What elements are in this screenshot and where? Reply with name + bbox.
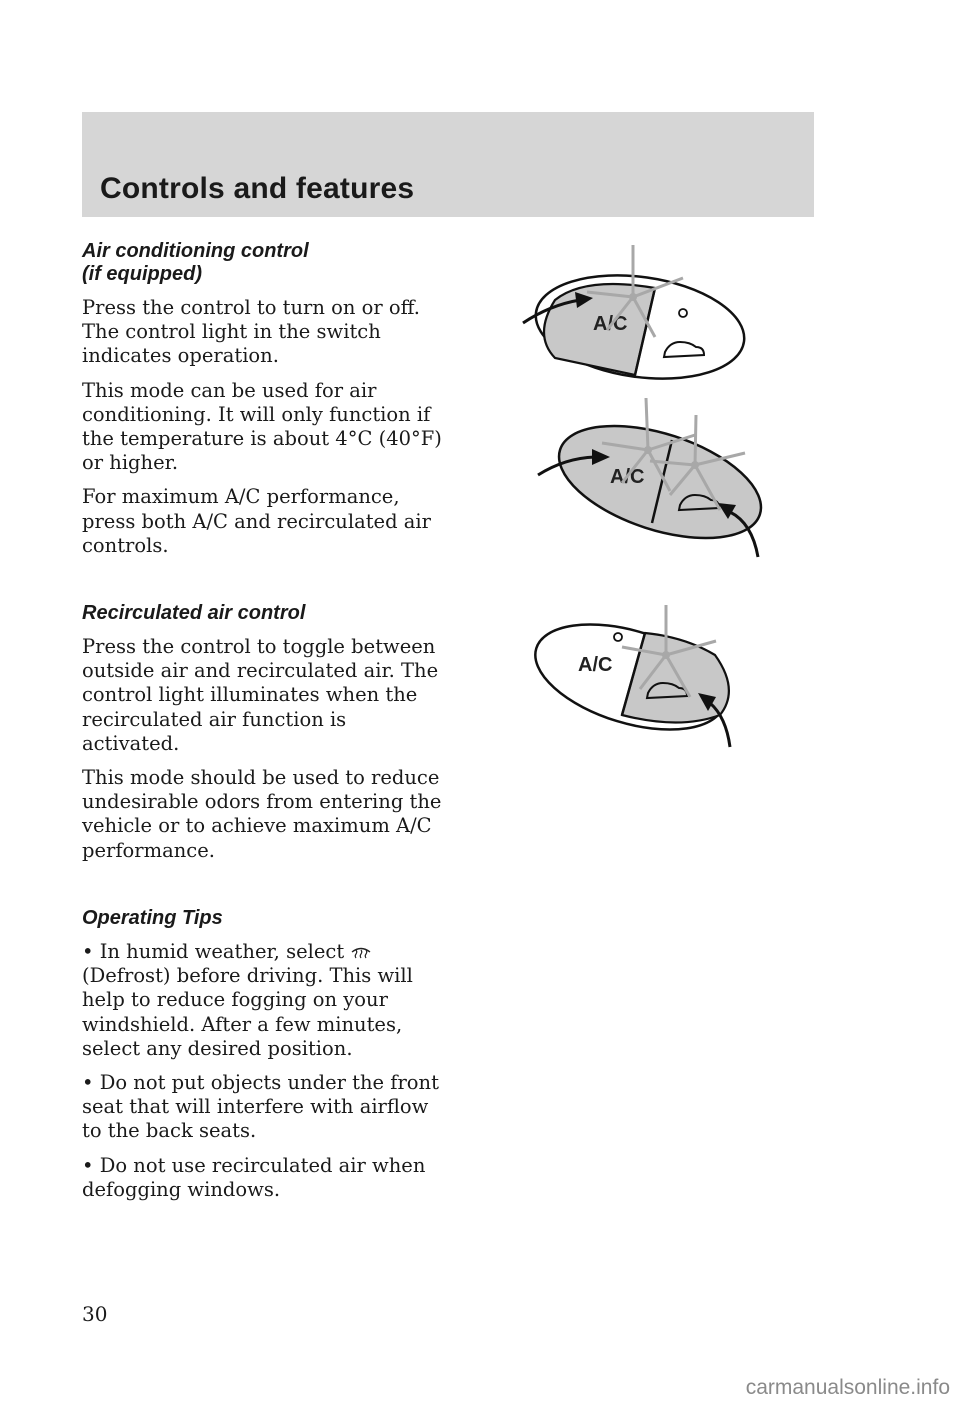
tip-2-text: Do not put objects under the front seat … [82,1071,439,1143]
recirc-section-heading: Recirculated air control [82,602,306,624]
ac-switch-panel: A/C [557,424,763,540]
ac-control-illustration-1: A/C [522,245,746,380]
light-rays [586,245,684,338]
press-arrow [537,455,596,477]
tip-3-text: Do not use recirculated air when defoggi… [82,1153,426,1201]
ac-paragraph-3: For maximum A/C performance, press both … [82,485,431,557]
tip-bullet: • [82,1071,94,1095]
tip-bullet: • [82,940,94,963]
tip-item-2: • Do not put objects under the front sea… [82,1071,442,1144]
press-arrow-recirc [729,510,760,558]
watermark-site: carmanualsonline.info [745,1376,950,1399]
tip-bullet: • [82,1153,94,1177]
recirc-paragraph-2: This mode should be used to reduce undes… [82,766,442,862]
tip-1-after: (Defrost) before driving. This will help… [82,964,413,1060]
recirc-paragraph-1: Press the control to toggle between outs… [82,635,439,755]
page-header-title: Controls and features [100,172,415,205]
ac-paragraph-2: This mode can be used for air conditioni… [82,378,442,475]
tips-section-heading: Operating Tips [82,907,223,929]
ac-section-heading: Air conditioning control (if equipped) [82,240,442,286]
ac-switch-panel: A/C [534,274,746,380]
header-band [82,112,814,217]
tips-section: Operating Tips • In humid weather, selec… [82,907,442,1202]
light-rays [621,605,717,698]
ac-heading-line2: (if equipped) [82,263,202,285]
defrost-icon [351,947,371,959]
recirc-section: Recirculated air control Press the contr… [82,602,442,863]
tip-item-3: • Do not use recirculated air when defog… [82,1154,442,1202]
press-arrow-recirc [708,701,732,748]
ac-paragraph-1: Press the control to turn on or off. The… [82,296,420,368]
ac-section: Air conditioning control (if equipped) P… [82,240,442,558]
page-number: 30 [82,1302,108,1326]
ac-control-illustration-2: A/C [537,397,763,558]
ac-heading-line1: Air conditioning control [82,240,309,262]
ac-button-label: A/C [578,654,612,676]
press-arrow [522,298,581,325]
tip-item-1: • In humid weather, select (Defrost) bef… [82,940,442,1061]
recirc-switch-panel: A/C [534,623,730,731]
tip-1-before: In humid weather, select [99,940,351,963]
recirc-control-illustration: A/C [534,605,732,748]
light-rays [601,397,746,511]
